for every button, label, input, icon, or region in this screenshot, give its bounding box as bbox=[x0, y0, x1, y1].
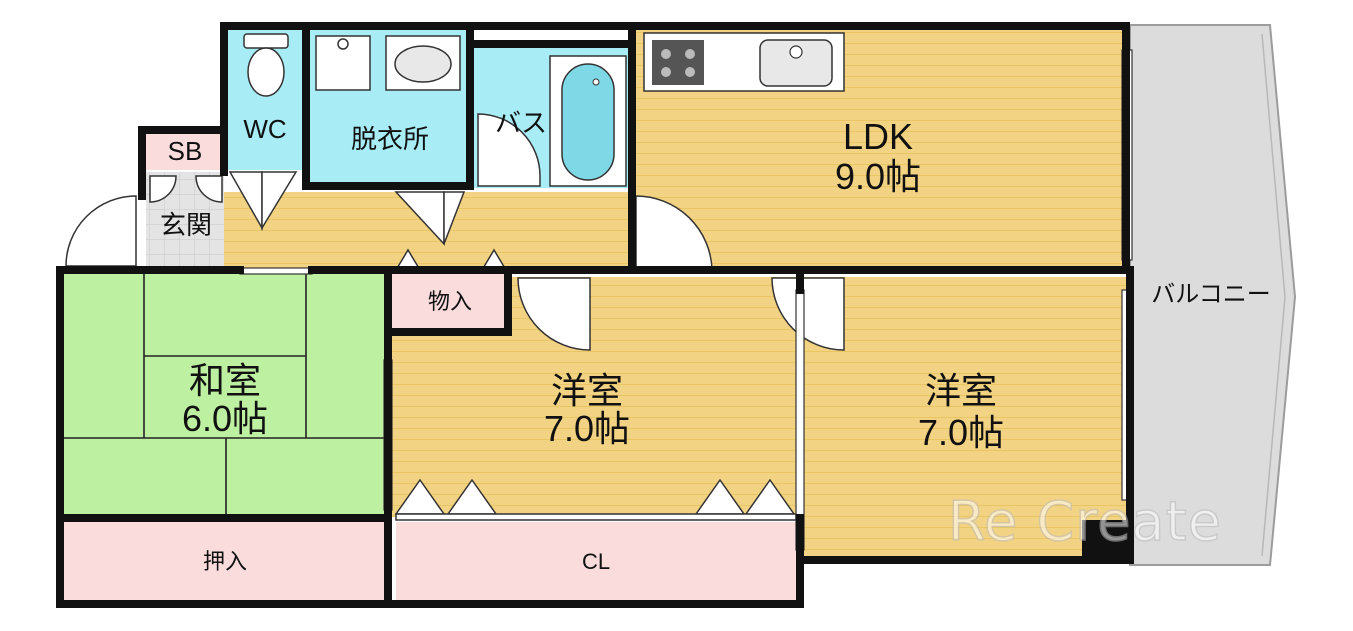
closet-label: CL bbox=[581, 549, 611, 574]
washitsu-floor bbox=[64, 272, 386, 518]
yoshitsu-2-floor bbox=[803, 277, 1126, 559]
oshiire-label: 押入 bbox=[202, 549, 247, 574]
storage-floor bbox=[392, 274, 508, 330]
shoebox-floor bbox=[146, 132, 224, 170]
ldk-name: LDK bbox=[842, 116, 914, 157]
toilet-icon bbox=[243, 33, 289, 97]
stove-icon bbox=[652, 40, 704, 85]
walls bbox=[56, 22, 1134, 608]
shoebox-label: SB bbox=[167, 136, 203, 166]
bath-label: バス bbox=[494, 108, 547, 138]
washitsu-name: 和室 bbox=[188, 360, 261, 401]
yoshitsu-2-name: 洋室 bbox=[924, 370, 997, 411]
wc-label: WC bbox=[243, 114, 287, 144]
wall-pillar bbox=[1082, 520, 1130, 564]
door-swings bbox=[65, 113, 845, 351]
tatami-lines bbox=[64, 272, 386, 518]
washer-icon bbox=[315, 35, 371, 91]
oshiire-floor bbox=[64, 522, 386, 602]
washbasin-icon bbox=[385, 35, 461, 91]
entrance-label: 玄関 bbox=[159, 210, 212, 240]
storage-label: 物入 bbox=[427, 289, 472, 314]
ldk-size: 9.0帖 bbox=[834, 156, 922, 197]
balcony-label: バルコニー bbox=[1151, 281, 1271, 308]
washitsu-size: 6.0帖 bbox=[181, 398, 269, 439]
yoshitsu-1-size: 7.0帖 bbox=[543, 408, 631, 449]
dressing-label: 脱衣所 bbox=[350, 124, 429, 154]
yoshitsu-1-name: 洋室 bbox=[550, 370, 623, 411]
closet-floor bbox=[396, 522, 798, 602]
yoshitsu-2-size: 7.0帖 bbox=[917, 412, 1005, 453]
closet-door-marks bbox=[394, 248, 797, 521]
bathtub-icon bbox=[549, 55, 627, 187]
sink-icon bbox=[759, 39, 833, 87]
watermark: Re Create bbox=[947, 489, 1222, 554]
